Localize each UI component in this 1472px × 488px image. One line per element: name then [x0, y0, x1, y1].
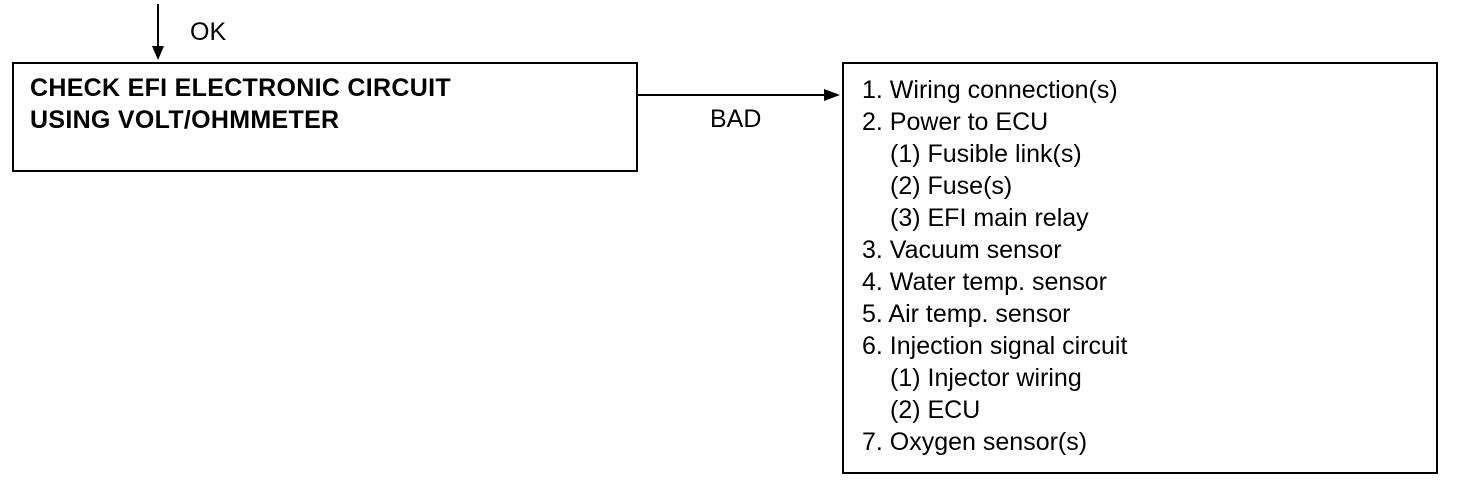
cause-item: 7. Oxygen sensor(s) — [862, 428, 1088, 456]
cause-sub-item: (3) EFI main relay — [890, 204, 1089, 232]
cause-item: 5. Air temp. sensor — [862, 300, 1071, 328]
check-step-box: CHECK EFI ELECTRONIC CIRCUIT USING VOLT/… — [12, 62, 638, 172]
possible-causes-list: 1. Wiring connection(s) 2. Power to ECU (1… — [862, 74, 1127, 458]
incoming-arrow-head — [152, 46, 164, 60]
cause-item: 6. Injection signal circuit — [862, 332, 1128, 360]
cause-item: 1. Wiring connection(s) — [862, 76, 1118, 104]
cause-item: 2. Power to ECU — [862, 108, 1049, 136]
check-step-line-1: CHECK EFI ELECTRONIC CIRCUIT — [30, 74, 451, 102]
bad-arrow-head — [824, 89, 840, 101]
cause-sub-item: (1) Injector wiring — [890, 364, 1082, 392]
cause-sub-item: (1) Fusible link(s) — [890, 140, 1082, 168]
possible-causes-box: 1. Wiring connection(s) 2. Power to ECU (1… — [842, 62, 1438, 474]
cause-item: 3. Vacuum sensor — [862, 236, 1062, 264]
check-step-line-2: USING VOLT/OHMMETER — [30, 106, 340, 134]
cause-sub-item: (2) ECU — [890, 396, 981, 424]
ok-label: OK — [190, 18, 227, 46]
cause-sub-item: (2) Fuse(s) — [890, 172, 1013, 200]
bad-label: BAD — [710, 105, 762, 133]
cause-item: 4. Water temp. sensor — [862, 268, 1107, 296]
